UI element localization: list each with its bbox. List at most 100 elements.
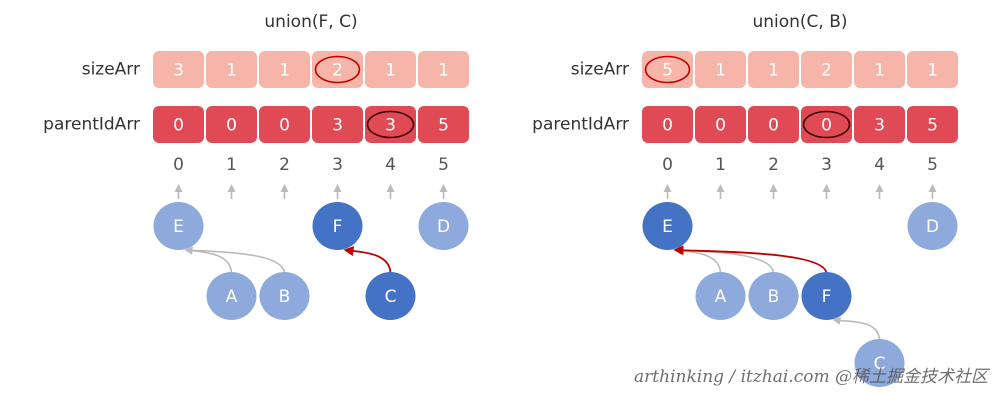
size-array-label: sizeArr (571, 60, 629, 80)
edge-a-to-e (673, 246, 722, 275)
index-label: 2 (279, 155, 290, 175)
parent-cell (748, 106, 799, 143)
parent-cell-value: 5 (438, 116, 449, 136)
edge-c-to-f (832, 316, 881, 342)
size-cell (206, 51, 257, 88)
parent-cell (642, 106, 693, 143)
index-label: 3 (332, 155, 343, 175)
parent-cell (695, 106, 746, 143)
parent-cell-value: 0 (279, 116, 290, 136)
watermark-text: arthinking / itzhai.com @稀土掘金技术社区 (634, 367, 988, 387)
node-e (642, 202, 693, 250)
parent-array-label: parentIdArr (43, 115, 140, 135)
edge-c-to-f (343, 246, 392, 275)
parent-cell-value: 0 (768, 116, 779, 136)
size-cell-value: 1 (874, 61, 885, 81)
node-e (153, 202, 204, 250)
size-cell (365, 51, 416, 88)
size-cell-value: 2 (821, 61, 832, 81)
parent-cell (365, 106, 416, 143)
parent-cell-value: 0 (226, 116, 237, 136)
index-label: 5 (927, 155, 938, 175)
panel-title: union(C, B) (752, 12, 847, 32)
size-cell (259, 51, 310, 88)
node-c (365, 272, 416, 320)
size-cell-value: 1 (385, 61, 396, 81)
parent-cell (907, 106, 958, 143)
size-cell-value: 1 (768, 61, 779, 81)
index-label: 5 (438, 155, 449, 175)
node-f (801, 272, 852, 320)
node-label: F (822, 287, 832, 307)
size-cell-value: 1 (226, 61, 237, 81)
parent-array-label: parentIdArr (532, 115, 629, 135)
size-cell-value: 1 (438, 61, 449, 81)
parent-cell (801, 106, 852, 143)
index-label: 2 (768, 155, 779, 175)
panel-title: union(F, C) (264, 12, 357, 32)
edge-f-to-e (673, 245, 828, 275)
node-a (206, 272, 257, 320)
parent-cell (153, 106, 204, 143)
parent-cell-value: 5 (927, 116, 938, 136)
parent-cell (418, 106, 469, 143)
index-label: 1 (226, 155, 237, 175)
node-f (312, 202, 363, 250)
size-cell-value: 2 (332, 61, 343, 81)
parent-cell-value: 0 (821, 116, 832, 136)
node-b (259, 272, 310, 320)
node-d (418, 202, 469, 250)
parent-cell (206, 106, 257, 143)
size-highlight-ellipse (644, 55, 691, 84)
edge-b-to-e (184, 246, 286, 275)
parent-cell-value: 0 (715, 116, 726, 136)
index-label: 1 (715, 155, 726, 175)
size-cell (801, 51, 852, 88)
parent-highlight-ellipse (802, 110, 851, 139)
index-label: 0 (662, 155, 673, 175)
node-label: A (715, 287, 727, 307)
node-a (695, 272, 746, 320)
parent-cell (312, 106, 363, 143)
node-label: E (662, 217, 673, 237)
parent-cell-value: 3 (874, 116, 885, 136)
size-cell-value: 1 (715, 61, 726, 81)
node-label: F (333, 217, 343, 237)
node-label: D (437, 217, 450, 237)
node-b (748, 272, 799, 320)
parent-cell-value: 0 (662, 116, 673, 136)
parent-cell-value: 3 (385, 116, 396, 136)
size-cell-value: 3 (173, 61, 184, 81)
parent-cell (854, 106, 905, 143)
node-label: C (874, 354, 886, 374)
edge-a-to-e (184, 246, 233, 275)
node-label: B (279, 287, 291, 307)
node-label: C (385, 287, 397, 307)
parent-cell-value: 3 (332, 116, 343, 136)
size-cell (153, 51, 204, 88)
parent-cell (259, 106, 310, 143)
size-cell (748, 51, 799, 88)
size-cell (418, 51, 469, 88)
node-label: B (768, 287, 780, 307)
node-label: D (926, 217, 939, 237)
size-cell-value: 1 (279, 61, 290, 81)
size-cell-value: 5 (662, 61, 673, 81)
size-cell (854, 51, 905, 88)
parent-highlight-ellipse (366, 110, 415, 139)
size-cell (312, 51, 363, 88)
node-c (854, 339, 905, 387)
index-label: 3 (821, 155, 832, 175)
size-cell (907, 51, 958, 88)
node-label: E (173, 217, 184, 237)
index-label: 4 (385, 155, 396, 175)
node-label: A (226, 287, 238, 307)
index-label: 4 (874, 155, 885, 175)
size-cell (642, 51, 693, 88)
size-cell-value: 1 (927, 61, 938, 81)
size-highlight-ellipse (314, 55, 361, 84)
size-cell (695, 51, 746, 88)
parent-cell-value: 0 (173, 116, 184, 136)
